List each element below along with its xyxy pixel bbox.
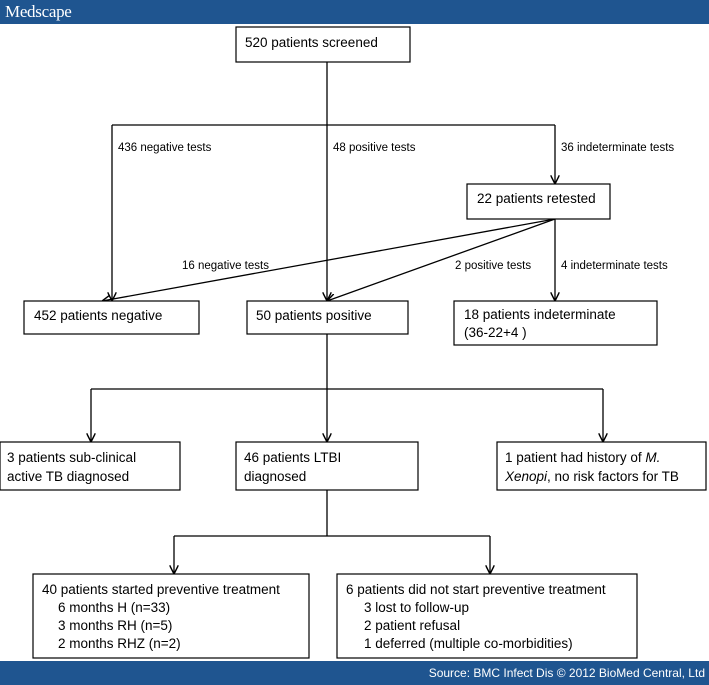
edge-label-retest-positive: 2 positive tests [455, 260, 531, 272]
box-not-started-item: 1 deferred (multiple co-morbidities) [364, 636, 573, 651]
edge-label-indeterminate-tests: 36 indeterminate tests [561, 142, 674, 154]
box-subclinical-line1: 3 patients sub-clinical [7, 450, 136, 465]
edge-label-retest-indeterminate: 4 indeterminate tests [561, 260, 668, 272]
box-xenopi: 1 patient had history of M. Xenopi, no r… [496, 441, 707, 491]
edge-label-positive-tests: 48 positive tests [333, 142, 416, 154]
box-ltbi-line2: diagnosed [244, 469, 306, 484]
box-started-treatment: 40 patients started preventive treatment… [32, 573, 310, 659]
box-xenopi-line2: Xenopi, no risk factors for TB [504, 469, 679, 484]
box-subclinical: 3 patients sub-clinical active TB diagno… [0, 441, 181, 491]
box-subclinical-line2: active TB diagnosed [7, 469, 129, 484]
box-started-title: 40 patients started preventive treatment [42, 582, 280, 597]
header-bar: Medscape [0, 0, 709, 24]
box-positive: 50 patients positive [246, 300, 409, 335]
box-screened-label: 520 patients screened [245, 35, 378, 50]
box-started-item: 2 months RHZ (n=2) [58, 636, 181, 651]
edge-label-negative-tests: 436 negative tests [118, 142, 212, 154]
medscape-logo: Medscape [5, 2, 72, 21]
box-indeterminate-line1: 18 patients indeterminate [464, 307, 616, 322]
box-screened: 520 patients screened [235, 26, 411, 63]
box-not-started-item: 2 patient refusal [364, 618, 460, 633]
arrow-retest-positive [327, 218, 556, 301]
arrow-retest-negative [102, 218, 556, 301]
box-retested-label: 22 patients retested [477, 191, 596, 206]
box-positive-label: 50 patients positive [256, 308, 372, 323]
box-not-started-item: 3 lost to follow-up [364, 600, 469, 615]
box-not-started-treatment: 6 patients did not start preventive trea… [336, 573, 638, 659]
box-started-item: 3 months RH (n=5) [58, 618, 172, 633]
box-indeterminate-line2: (36-22+4 ) [464, 325, 527, 340]
box-negative-label: 452 patients negative [34, 308, 162, 323]
box-negative: 452 patients negative [23, 300, 200, 335]
box-indeterminate: 18 patients indeterminate (36-22+4 ) [453, 300, 658, 346]
box-started-item: 6 months H (n=33) [58, 600, 170, 615]
box-ltbi-line1: 46 patients LTBI [244, 450, 341, 465]
footer-bar: Source: BMC Infect Dis © 2012 BioMed Cen… [0, 661, 709, 685]
edge-label-retest-negative: 16 negative tests [182, 260, 269, 272]
box-retested: 22 patients retested [466, 183, 611, 220]
connectors [91, 62, 603, 574]
source-credit: Source: BMC Infect Dis © 2012 BioMed Cen… [428, 666, 705, 680]
box-xenopi-line1: 1 patient had history of M. [505, 450, 660, 465]
box-ltbi: 46 patients LTBI diagnosed [235, 441, 419, 491]
box-not-started-title: 6 patients did not start preventive trea… [346, 582, 606, 597]
